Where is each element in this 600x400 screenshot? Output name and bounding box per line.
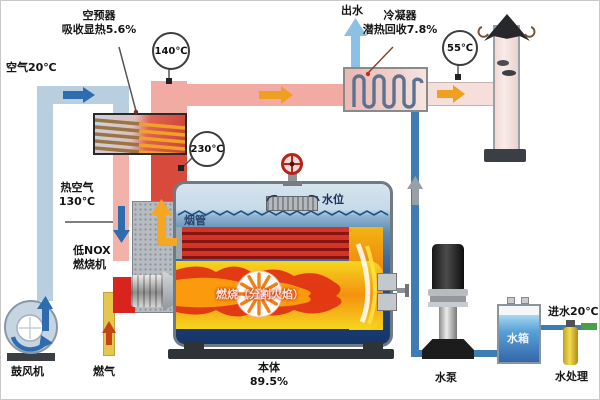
- starburst-rays-icon: [237, 272, 281, 316]
- gauge-55: 55℃: [442, 30, 478, 66]
- flue-up-arrow-icon: [151, 199, 172, 215]
- boiler-body-label-line2: 89.5%: [249, 375, 289, 389]
- gauge-140-value: 140℃: [154, 45, 188, 57]
- smoke-tube-label: 烟管: [184, 214, 206, 227]
- hot-air-down-arrow-icon: [113, 230, 130, 243]
- condenser-label-line2: 潜热回收7.8%: [362, 23, 438, 37]
- gas-label: 燃气: [93, 365, 115, 378]
- hot-air-label-line2: 130℃: [58, 195, 96, 209]
- pump-flange-1: [428, 289, 468, 296]
- gauge-230: 230℃: [189, 131, 225, 167]
- water-out-up-arrow-icon: [344, 18, 367, 36]
- chimney-base: [484, 149, 526, 162]
- float-arc-right-icon: [308, 194, 320, 202]
- tube-sheet: [176, 227, 182, 259]
- low-nox-burner-label: 低NOX 燃烧机: [73, 244, 111, 273]
- water-treatment-cylinder: [563, 327, 578, 365]
- boiler-body-label: 本体 89.5%: [239, 361, 299, 390]
- steam-valve-icon: [281, 153, 303, 186]
- pump-label: 水泵: [435, 371, 457, 384]
- condenser-label-line1: 冷凝器: [383, 9, 417, 22]
- boiler-foot-left: [184, 341, 204, 350]
- burner-body: [131, 275, 165, 307]
- low-nox-burner-label-line2: 燃烧机: [73, 258, 106, 272]
- water-level-label: 水位: [322, 193, 344, 206]
- pointer-lines: [65, 46, 459, 223]
- preheater-label-line2: 吸收显热5.6%: [61, 23, 137, 37]
- combustion-label: 燃烧（分割火焰）: [216, 288, 304, 301]
- air-up-arrow-icon: [37, 296, 53, 309]
- rising-flue-swoosh-icon: [355, 243, 371, 323]
- smoke-tubes: [176, 227, 349, 259]
- rising-flue-swoosh2-icon: [365, 245, 377, 325]
- preheater-label: 空预器 吸收显热5.6%: [49, 9, 149, 38]
- boiler-foot-right: [363, 341, 383, 350]
- pump-motor: [432, 244, 464, 290]
- boiler-body-label-line1: 本体: [258, 361, 280, 374]
- rear-smokebox-plate-bottom: [377, 293, 397, 311]
- condenser: [343, 67, 428, 112]
- water-surface-wave-icon: [177, 210, 389, 216]
- low-nox-burner-label-line1: 低NOX: [73, 244, 111, 257]
- gauge-230-value: 230℃: [190, 143, 224, 155]
- float-arc-left-icon: [266, 194, 278, 202]
- boiler-internals-art: [176, 210, 389, 325]
- treatment-fitting: [581, 323, 597, 330]
- flue-right-arrow-icon: [281, 86, 293, 104]
- gas-pipe-horizontal: [104, 293, 121, 303]
- tank-fitting-1: [507, 297, 515, 304]
- hot-air-label-line1: 热空气: [60, 181, 94, 194]
- tank-label: 水箱: [507, 332, 529, 345]
- boiler-base: [168, 349, 394, 359]
- rear-shaft: [397, 288, 407, 293]
- rear-smokebox-plate-top: [377, 273, 397, 291]
- gauge-140: 140℃: [152, 32, 190, 70]
- air-in-label: 空气20℃: [6, 61, 57, 74]
- pump-shaft: [439, 307, 457, 341]
- air-pipe-into-preheater: [113, 86, 129, 118]
- preheater-tubes-icon: [95, 118, 185, 153]
- condenser-coil-icon: [352, 74, 424, 109]
- hot-air-label: 热空气 130℃: [49, 181, 105, 210]
- water-tank: 水箱: [497, 304, 541, 364]
- air-preheater: [93, 113, 187, 155]
- blower-icon: [4, 300, 58, 361]
- water-level-float: [266, 196, 318, 211]
- flow-arrows: [37, 18, 465, 345]
- feedwater-up-arrow-icon: [407, 176, 423, 189]
- pump-flange-3: [428, 302, 468, 307]
- rear-knob: [405, 284, 409, 297]
- air-right-arrow-icon: [83, 87, 95, 103]
- gas-up-arrow-icon: [102, 321, 116, 333]
- flame-starburst-icon: [235, 270, 283, 318]
- air-pipe-vertical-left: [37, 86, 53, 301]
- condenser-label: 冷凝器 潜热回收7.8%: [357, 9, 443, 38]
- boiler-shell: 烟管 水位 燃烧（分割火焰）: [173, 181, 393, 347]
- feedwater-pipe-vertical: [411, 109, 419, 357]
- pump-base: [422, 339, 474, 359]
- water-in-label: 进水20℃: [548, 305, 599, 318]
- treatment-cap: [566, 320, 575, 328]
- tank-water: [499, 315, 539, 362]
- blower-label: 鼓风机: [11, 365, 44, 378]
- pump-flange-2: [430, 296, 466, 302]
- chimney-curls-icon: [477, 26, 536, 76]
- water-treatment-label: 水处理: [555, 370, 588, 383]
- preheater-label-line1: 空预器: [82, 9, 116, 22]
- tank-fitting-2: [521, 297, 529, 304]
- flue-pipe-cooled-horizontal: [151, 84, 347, 106]
- water-out-label: 出水: [341, 4, 363, 17]
- stack-right-arrow-icon: [453, 85, 465, 103]
- burner-gas-block: [113, 277, 135, 313]
- gauge-55-value: 55℃: [446, 42, 474, 54]
- tank-inlet-pipe: [538, 325, 584, 330]
